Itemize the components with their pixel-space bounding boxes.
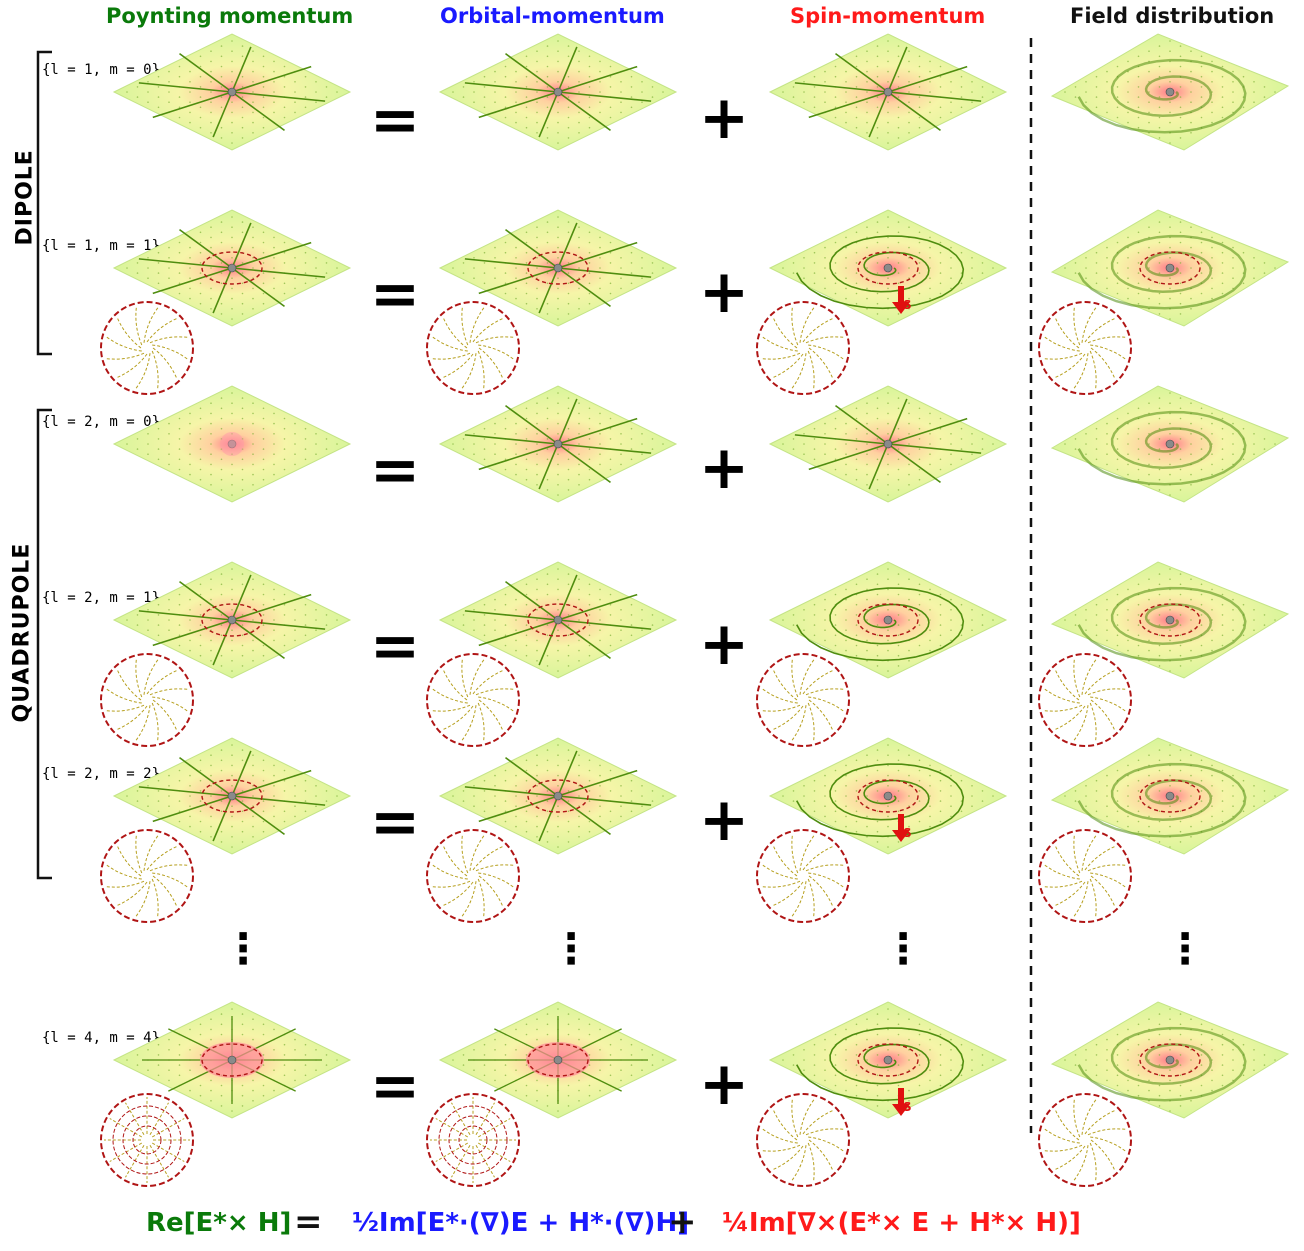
plate-r2-c1 xyxy=(112,209,352,327)
ellipsis-orbital: ⋮ xyxy=(550,924,592,973)
plate-r1-c1 xyxy=(112,33,352,151)
plate-r6-c1 xyxy=(112,1001,352,1119)
plate-r4-c2 xyxy=(438,561,678,679)
title-field: Field distribution xyxy=(1070,4,1275,28)
equals-sign-6: = xyxy=(369,1051,421,1121)
plate-r5-c1 xyxy=(112,737,352,855)
equals-sign-1: = xyxy=(369,85,421,155)
spin-marker-2: S xyxy=(889,284,919,322)
row-label-6: {l = 4, m = 4} xyxy=(42,1030,161,1046)
formula-plus: + xyxy=(668,1202,697,1242)
inset-r5-c3 xyxy=(756,829,850,923)
group-brackets xyxy=(36,50,52,880)
plate-r4-c3 xyxy=(768,561,1008,679)
plate-r3-c3 xyxy=(768,385,1008,503)
equals-sign-5: = xyxy=(369,787,421,857)
formula-spin: ¼Im[∇×(E*× E + H*× H)] xyxy=(722,1208,1081,1238)
plate-r6-c3 xyxy=(768,1001,1008,1119)
inset-r5-c1 xyxy=(100,829,194,923)
plus-sign-2: + xyxy=(698,257,750,327)
spin-marker-5: S xyxy=(889,812,919,850)
inset-r2-c2 xyxy=(426,301,520,395)
quadrupole-bracket xyxy=(36,408,52,880)
plate-r5-c2 xyxy=(438,737,678,855)
plus-sign-5: + xyxy=(698,785,750,855)
row-label-1: {l = 1, m = 0} xyxy=(42,62,161,78)
plus-sign-4: + xyxy=(698,609,750,679)
plus-sign-1: + xyxy=(698,83,750,153)
inset-r5-c2 xyxy=(426,829,520,923)
spin-marker-6: S xyxy=(889,1086,919,1124)
plate-r2-c3 xyxy=(768,209,1008,327)
formula-orbital: ½Im[E*·(∇)E + H*·(∇)H] xyxy=(352,1208,690,1238)
row-label-4: {l = 2, m = 1} xyxy=(42,590,161,606)
row-label-5: {l = 2, m = 2} xyxy=(42,766,161,782)
row-label-2: {l = 1, m = 1} xyxy=(42,238,161,254)
inset-r2-c3 xyxy=(756,301,850,395)
row-label-3: {l = 2, m = 0} xyxy=(42,414,161,430)
plus-sign-6: + xyxy=(698,1049,750,1119)
inset-r6-c3 xyxy=(756,1093,850,1187)
dipole-bracket xyxy=(36,50,52,356)
inset-r4-c3 xyxy=(756,653,850,747)
formula-left: Re[E*× H] xyxy=(146,1208,292,1238)
inset-r4-c1 xyxy=(100,653,194,747)
plate-r4-c1 xyxy=(112,561,352,679)
column-divider xyxy=(1029,38,1033,1133)
plate-r1-c2 xyxy=(438,33,678,151)
title-orbital: Orbital-momentum xyxy=(440,4,665,28)
plate-r3-c1 xyxy=(112,385,352,503)
title-spin: Spin-momentum xyxy=(790,4,986,28)
inset-r4-c4 xyxy=(1038,653,1132,747)
equals-sign-3: = xyxy=(369,435,421,505)
inset-r5-c4 xyxy=(1038,829,1132,923)
plate-r3-c4 xyxy=(1050,385,1290,503)
inset-r6-c4 xyxy=(1038,1093,1132,1187)
title-poynting: Poynting momentum xyxy=(106,4,354,28)
ellipsis-field: ⋮ xyxy=(1164,924,1206,973)
plate-r5-c3 xyxy=(768,737,1008,855)
plate-r3-c2 xyxy=(438,385,678,503)
ellipsis-spin: ⋮ xyxy=(882,924,924,973)
inset-r6-c1 xyxy=(100,1093,194,1187)
plate-r6-c4 xyxy=(1050,1001,1290,1119)
inset-r6-c2 xyxy=(426,1093,520,1187)
plate-r5-c4 xyxy=(1050,737,1290,855)
plate-r1-c4 xyxy=(1050,33,1290,151)
group-quadrupole: QUADRUPOLE xyxy=(9,542,35,723)
equals-sign-4: = xyxy=(369,611,421,681)
plate-r2-c4 xyxy=(1050,209,1290,327)
inset-r4-c2 xyxy=(426,653,520,747)
plate-r1-c3 xyxy=(768,33,1008,151)
inset-r2-c4 xyxy=(1038,301,1132,395)
inset-r2-c1 xyxy=(100,301,194,395)
plus-sign-3: + xyxy=(698,433,750,503)
plate-r4-c4 xyxy=(1050,561,1290,679)
equals-sign-2: = xyxy=(369,259,421,329)
plate-r6-c2 xyxy=(438,1001,678,1119)
ellipsis-poynting: ⋮ xyxy=(222,924,264,973)
formula-equals: = xyxy=(294,1202,323,1242)
group-dipole: DIPOLE xyxy=(12,149,38,246)
plate-r2-c2 xyxy=(438,209,678,327)
